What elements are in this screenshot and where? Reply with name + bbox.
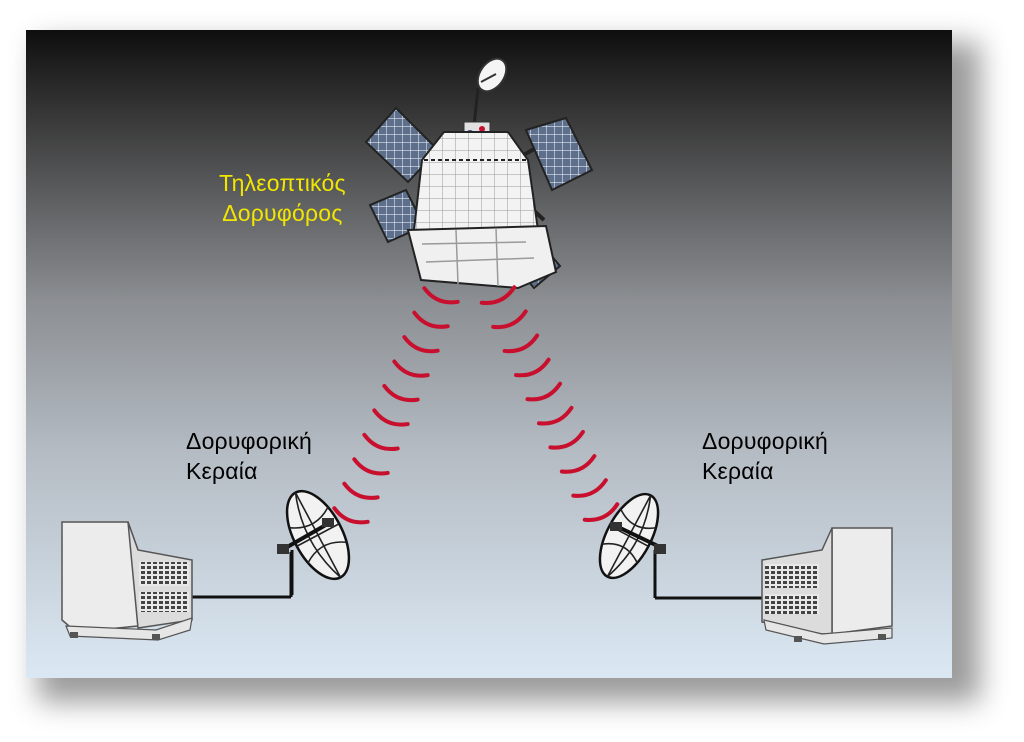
signal-wave-icon [412,310,450,329]
signal-wave-icon [422,286,460,305]
signal-wave-icon [402,335,440,354]
signal-wave-icon [559,454,597,474]
signal-wave-icon [502,333,540,354]
satellite-dish-icon [277,489,351,595]
signal-wave-icon [362,432,400,452]
signal-wave-icon [548,429,585,450]
signal-wave-icon [479,285,517,305]
satellite-icon [364,57,594,290]
television-icon [61,521,193,641]
signal-wave-icon [392,359,430,378]
signal-wave-icon [352,457,390,476]
signal-wave-icon [571,478,608,498]
diagram-panel: Τηλεοπτικός Δορυφόρος Δορυφορική Κεραία … [26,30,952,678]
signal-wave-icon [382,383,420,403]
diagram-canvas [61,57,893,645]
signal-wave-icon [536,405,574,426]
signal-wave-icon [342,481,380,500]
signal-wave-icon [514,357,551,378]
signal-wave-icon [582,502,620,522]
signal-wave-icon [372,408,410,427]
left-antenna-label: Δορυφορική Κεραία [186,428,313,484]
television-icon [761,527,893,645]
satellite-label: Τηλεοπτικός Δορυφόρος [219,170,346,226]
right-antenna-label: Δορυφορική Κεραία [702,428,829,484]
signal-wave-icon [525,381,563,402]
signal-wave-icon [332,506,370,525]
signal-wave-icon [491,309,528,330]
satellite-dish-icon [598,492,666,596]
signal-waves [332,285,620,525]
